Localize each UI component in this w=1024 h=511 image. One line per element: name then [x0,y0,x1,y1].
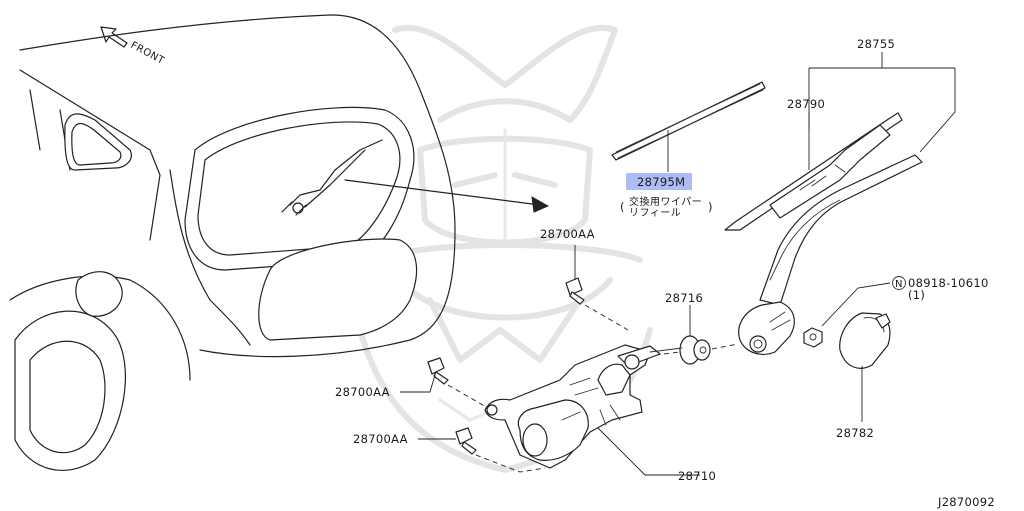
callout-bracket-28755 [808,52,956,170]
open-paren-left: ( [620,200,625,214]
vehicle-rear-body [9,14,456,471]
pivot-bush-28716 [654,305,739,365]
motor-assembly-28710 [484,344,700,476]
arrowhead-icon [531,196,550,213]
part-number-08918-10610: 08918-10610 [908,276,989,290]
part-number-28716: 28716 [665,291,703,305]
nut-08918-10610 [803,282,891,348]
part-number-28790: 28790 [787,97,825,111]
bolt-28700AA-mid [400,357,489,409]
bolt-28700AA-low [418,427,546,473]
part-number-28700AA-low: 28700AA [353,432,408,446]
quantity-08918-10610: (1) [908,288,925,302]
part-number-28700AA-top: 28700AA [540,227,595,241]
part-number-08918-10610-callout: N 08918-10610 (1) [892,276,989,302]
bolt-28700AA-top [565,245,629,331]
front-arrow-icon [100,26,128,48]
part-number-28795M-callout: 28795M ( 交換用ワイパー リフィール ) [620,173,713,219]
close-paren-right: ) [708,200,713,214]
replacement-refill-note-line2: リフィール [629,208,681,219]
part-number-28782: 28782 [836,426,874,440]
part-number-28710: 28710 [678,469,716,483]
front-label: FRONT [129,40,167,67]
cap-28782 [839,312,891,422]
n-prefix: N [895,279,903,290]
wiper-refill-28795M [611,81,766,172]
detail-pointer [344,179,550,213]
wiper-arm-assembly-28755 [738,154,923,355]
n-circle-icon [892,276,906,290]
highlight-box [626,173,692,190]
diagram-id: J2870092 [937,495,995,509]
part-number-28755: 28755 [857,37,895,51]
part-number-28795M: 28795M [637,175,685,189]
part-number-28700AA-mid: 28700AA [335,385,390,399]
replacement-refill-note-line1: 交換用ワイパー [629,195,702,208]
wiper-blade-28790 [724,112,903,231]
